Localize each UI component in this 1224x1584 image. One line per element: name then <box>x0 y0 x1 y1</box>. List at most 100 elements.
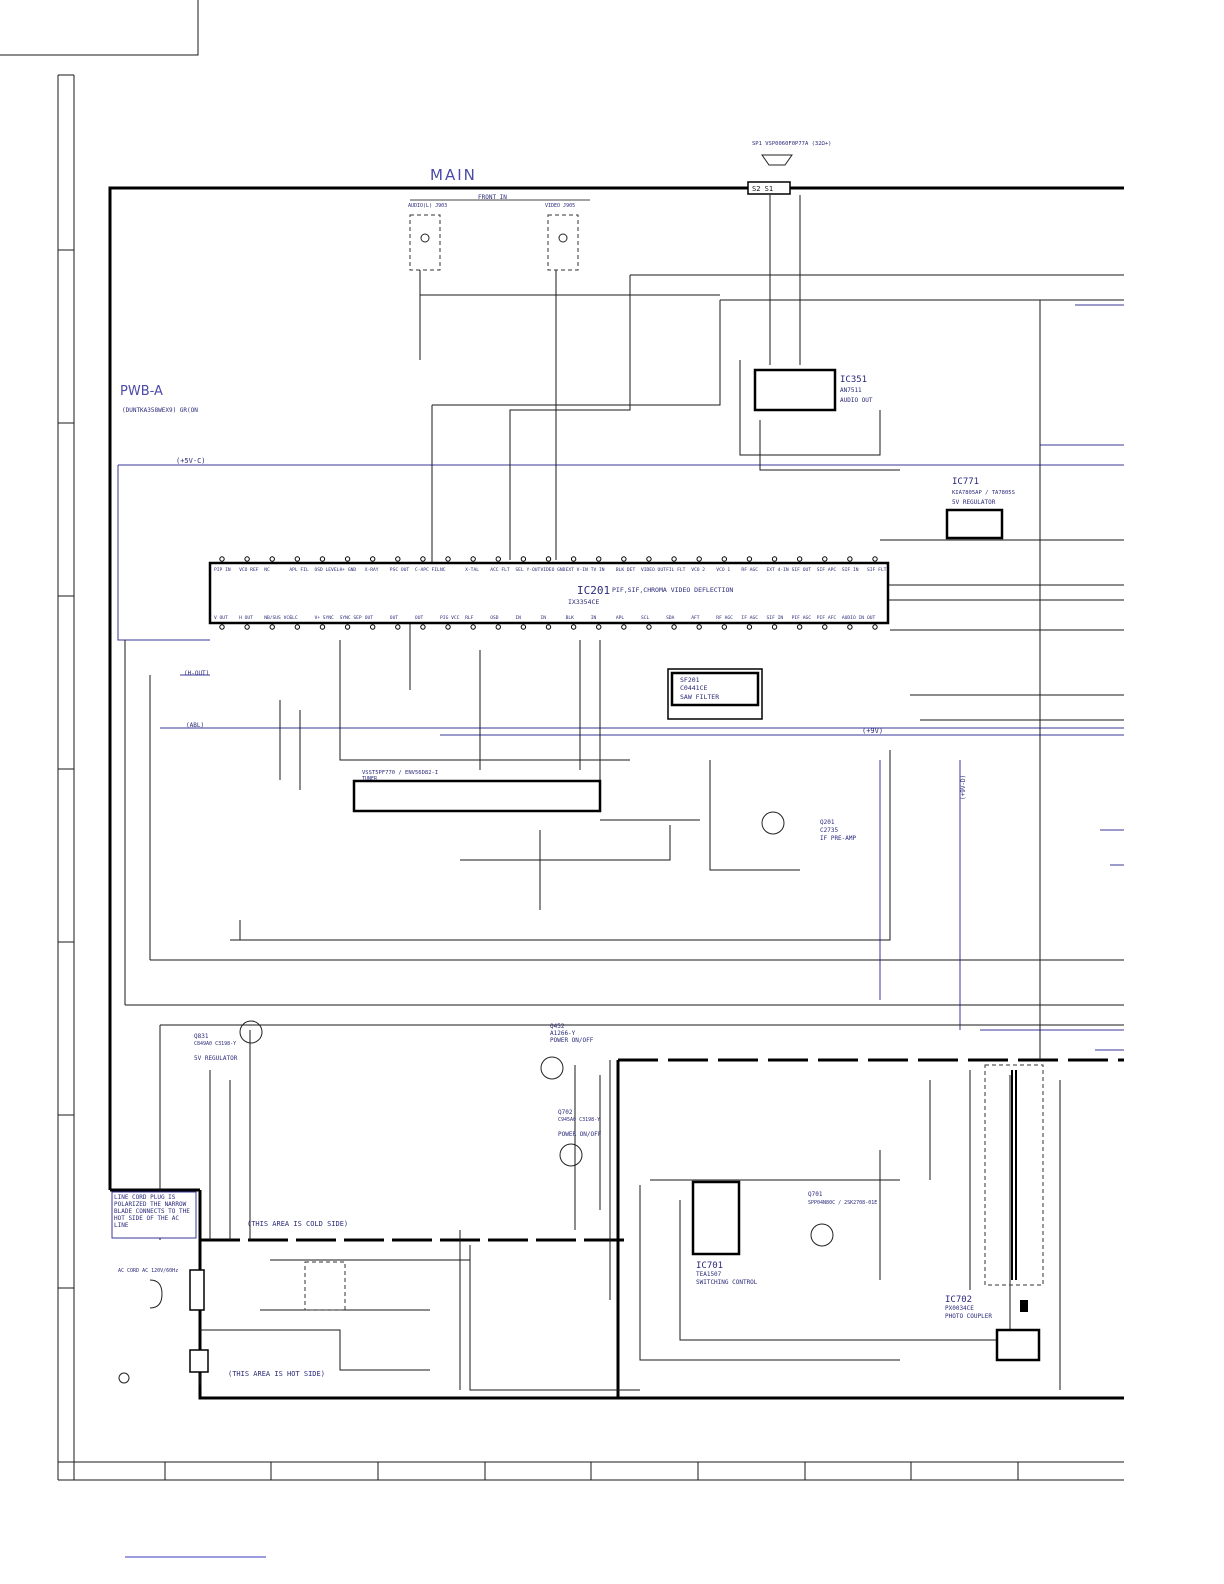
ic201-pin <box>796 624 803 630</box>
circuit-wires <box>124 195 1124 1391</box>
ic351-block <box>753 368 837 412</box>
ic201-pin-label: OUT <box>365 615 374 621</box>
ic201-pin-label: BLK <box>566 615 575 621</box>
q702-ref: Q702 <box>558 1109 573 1116</box>
ic201-pin-label: NC <box>440 567 446 573</box>
ic201-pin-label: SIF IN <box>767 615 784 621</box>
ic201-pin <box>219 556 225 562</box>
transistor-q701 <box>810 1223 834 1247</box>
ic201-pin-label: IN <box>591 615 597 621</box>
ic201-pin-label: AFT <box>691 615 700 621</box>
line-cord-note: LINE CORD PLUG IS POLARIZED THE NARROW B… <box>114 1194 190 1229</box>
ic201-pin-label: PIG VCC <box>440 615 460 621</box>
ic201-pin <box>369 556 376 562</box>
svg-text:S2 S1: S2 S1 <box>752 185 773 193</box>
sf201-block <box>667 668 763 720</box>
ac-input <box>118 1261 346 1384</box>
transistor-q831 <box>239 1020 263 1044</box>
ic201-pin-label: IF AGC <box>741 615 758 621</box>
pwb-label: PWB-A <box>120 384 163 399</box>
tuner-part: VSST5PF770 / ENV56D82-I <box>362 770 438 776</box>
ic201-pin-label: NB/SUS VCC <box>264 615 292 621</box>
front-in-jacks <box>409 199 590 271</box>
rail-5v-label: (+5V-C) <box>176 457 206 465</box>
ic201-pin <box>520 556 527 562</box>
ic201-pin <box>420 556 426 562</box>
ic201-pin-label: PSC OUT <box>390 567 410 573</box>
ic201-pin-label: PIP IN <box>214 567 231 573</box>
ic201-pin-label: PIF AGC <box>792 615 812 621</box>
ic201-pin-label: V+ SYNC <box>314 615 334 621</box>
ic201-pin <box>294 624 301 630</box>
ic201-pin-label: EXT 4-IN <box>767 567 789 573</box>
ic201-pin <box>344 624 351 630</box>
ic351-ref: IC351 <box>840 375 867 385</box>
hot-side-note: (THIS AREA IS HOT SIDE) <box>228 1370 325 1378</box>
tuner-block <box>352 779 602 813</box>
q452-part: A1266-Y <box>550 1030 576 1037</box>
q701-part: SPP04N80C / 2SK2708-01E <box>808 1200 877 1206</box>
ic201-pin-label: RLF <box>465 615 474 621</box>
audio-in-label: AUDIO(L) J903 <box>408 203 447 209</box>
ic201-pin-label: SCL <box>641 615 650 621</box>
ic201-pin <box>445 624 451 630</box>
sf201-part: C0441CE <box>680 684 707 692</box>
rail-hout-label: (H-OUT) <box>184 670 209 677</box>
ic201-pin <box>696 556 702 562</box>
ic201-pin-label: SYNC SEP <box>340 615 362 621</box>
ic201-pin-label: SEL Y-OUT <box>515 567 540 573</box>
ic201-pin-label: SIF FLT <box>867 567 887 573</box>
ic771-part: KIA7805AP / TA7805S <box>952 490 1015 496</box>
page-frame <box>0 0 1124 1558</box>
ic201-pin <box>596 556 602 562</box>
ic771-ref: IC771 <box>952 477 979 487</box>
ic201-pin <box>771 624 778 630</box>
ic201-pin <box>545 624 552 630</box>
ic201-pin <box>646 624 652 630</box>
ic201-pin <box>621 556 627 562</box>
tuner-desc: TUNER <box>362 776 378 782</box>
ic201-pin-label: APL <box>616 615 625 621</box>
ic201-pin <box>420 624 426 630</box>
ic201-pin <box>771 556 778 562</box>
sf201-desc: SAW FILTER <box>680 693 719 701</box>
q831-ref: Q831 <box>194 1033 209 1040</box>
ic201-pin <box>445 556 451 562</box>
ic201-part: IX3354CE <box>568 598 599 606</box>
ic201-pin <box>294 556 301 562</box>
rail-9v-label: (+9V) <box>862 727 883 735</box>
ic201-pin-label: OSD LEVEL <box>314 567 339 573</box>
speaker-label: SP1 VSP0060F0P77A (32Ω+) <box>752 141 831 147</box>
q831-part: C849A0 C3198-Y <box>194 1041 236 1047</box>
ic201-pin <box>872 624 878 630</box>
transistor-q201 <box>761 811 785 835</box>
front-in-label: FRONT IN <box>478 194 507 201</box>
ic201-pin <box>721 556 728 562</box>
ic201-pin <box>344 556 351 562</box>
ic201-pin <box>646 556 652 562</box>
pwb-outline <box>108 186 1124 1400</box>
ic201-pin-label: RF AGC <box>716 615 733 621</box>
ic702-ref: IC702 <box>945 1295 972 1305</box>
rail-abl-label: (ABL) <box>186 722 204 729</box>
ic201-pin <box>822 556 828 562</box>
ic201-pin <box>671 556 677 562</box>
ic701-block <box>691 1180 741 1256</box>
ic201-pin <box>671 624 677 630</box>
ic201-pin-label: X-TAL <box>465 567 479 573</box>
ic201-pin-label: IN <box>541 615 547 621</box>
cold-side-note: (THIS AREA IS COLD SIDE) <box>247 1220 348 1228</box>
ic201-pin <box>319 556 326 562</box>
ic701-ref: IC701 <box>696 1261 723 1271</box>
ic201-pin-label: SIF IN <box>842 567 859 573</box>
pwb-sub-label: (DUNTKA358WEX9) GR(ON <box>122 407 198 414</box>
ic201-pin-label: V OUT <box>214 615 228 621</box>
ic201-pin-label: APL FIL <box>289 567 309 573</box>
ic201-pin-label: VIDEO GND <box>541 567 566 573</box>
q201-desc: IF PRE-AMP <box>820 835 857 842</box>
ic201-pin-label: TV IN <box>591 567 605 573</box>
video-in-label: VIDEO J905 <box>545 203 575 209</box>
ic201-pin-label: FIL FLT <box>666 567 686 573</box>
